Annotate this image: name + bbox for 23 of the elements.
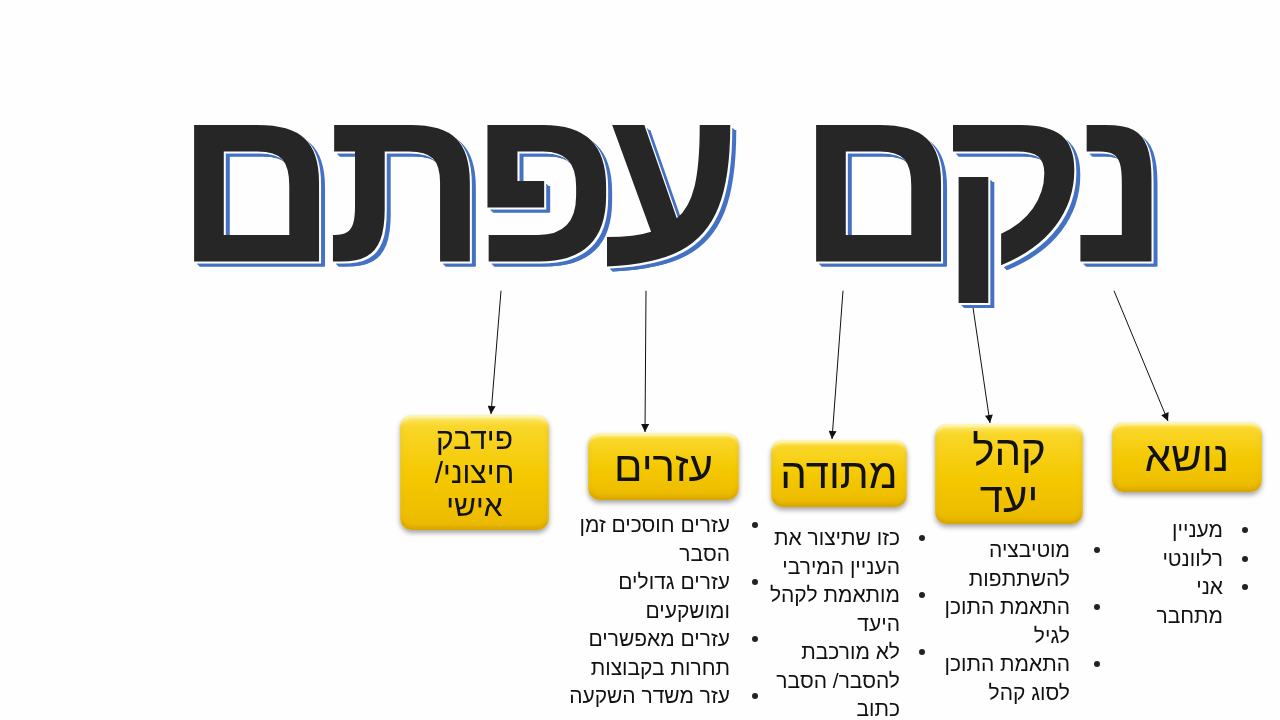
- list-item-text: התאמת התוכן לגיל: [943, 594, 1070, 649]
- list-item-text: מותאמת לקהל היעד: [768, 582, 900, 637]
- category-box: עזרים: [588, 433, 739, 500]
- list-item-text: רלוונטי: [1161, 545, 1223, 572]
- list-item-text: מעניין: [1171, 517, 1223, 543]
- list-item-text: עזרים חוסכים זמן הסבר: [578, 512, 730, 567]
- category-box: פידבק חיצוני/ אישי: [400, 415, 549, 530]
- list-item-text: עזרים גדולים ומושקעים: [617, 569, 730, 624]
- arrow: [1113, 290, 1169, 422]
- list-item-text: כזו שתיצור את העניין המירבי: [772, 525, 900, 580]
- category-box: מתודה: [771, 440, 907, 507]
- category-box: נושא: [1112, 422, 1262, 492]
- list-item-text: עזר משדר השקעה: [568, 683, 730, 709]
- arrow: [487, 290, 502, 415]
- arrow: [641, 290, 650, 433]
- list-item-text: עזרים מאפשרים תחרות בקבוצות: [587, 626, 730, 681]
- arrow: [972, 307, 993, 424]
- list-item-text: לא מורכבת להסבר/ הסבר כתוב: [775, 639, 900, 720]
- list-item-text: התאמת התוכן לסוג קהל: [943, 651, 1070, 706]
- list-item-text: מוטיבציה להשתתפות: [967, 537, 1070, 592]
- category-box: קהל יעד: [935, 424, 1083, 524]
- arrow: [828, 290, 844, 440]
- list-item-text: אני מתחבר: [1155, 574, 1223, 629]
